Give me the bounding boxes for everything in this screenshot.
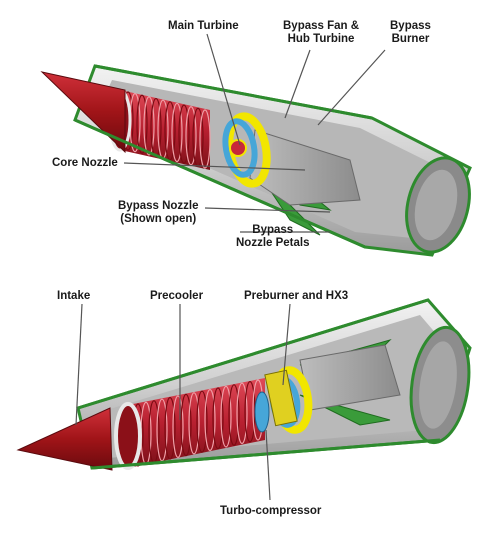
top-turbine-ring — [225, 112, 271, 188]
precooler-coil-ring — [236, 382, 248, 445]
leader-core-nozzle — [123, 162, 306, 171]
precooler-coil-ring — [156, 398, 168, 462]
label-bypass-nozzle: Bypass Nozzle (Shown open) — [118, 200, 199, 226]
precooler-coil-ring — [228, 384, 240, 446]
precooler-coil-ring — [199, 109, 211, 169]
precooler-coil-ring — [196, 390, 208, 453]
precooler-coil-ring — [143, 96, 155, 156]
precooler-coil-ring — [220, 385, 232, 448]
top-engine — [40, 64, 472, 257]
leader-turbo-compressor — [265, 429, 271, 501]
bottom-precooler-coils — [132, 379, 264, 467]
top-precooler-coils — [122, 91, 211, 169]
leader-main-turbine — [206, 33, 241, 146]
label-petals-line1: Bypass — [252, 224, 294, 236]
precooler-coil-ring — [136, 94, 148, 154]
bottom-turbo-compressor — [254, 391, 270, 433]
label-precooler: Precooler — [150, 290, 204, 302]
precooler-coil-ring — [204, 389, 216, 452]
precooler-coil-ring — [171, 102, 183, 163]
precooler-coil-ring — [188, 392, 200, 455]
label-bypass-burner: Bypass Burner — [390, 20, 431, 46]
precooler-coil-ring — [180, 393, 192, 457]
precooler-coil-ring — [164, 397, 176, 460]
leader-bypass-fan — [284, 49, 311, 119]
label-preburner: Preburner and HX3 — [244, 290, 349, 302]
leader-lines — [75, 33, 386, 501]
leader-bypass-burner — [317, 49, 386, 126]
bottom-preburner — [264, 369, 298, 427]
label-bypass-fan-line1: Bypass Fan & — [283, 20, 360, 32]
label-bypass-nozzle-line2: (Shown open) — [120, 213, 197, 225]
precooler-coil-ring — [178, 104, 190, 164]
label-main-turbine: Main Turbine — [168, 20, 239, 32]
label-bypass-fan-line2: Hub Turbine — [287, 33, 355, 45]
precooler-coil-ring — [172, 395, 184, 458]
label-bypass-burner-line2: Burner — [391, 33, 430, 45]
bottom-intake-spike — [16, 407, 113, 471]
precooler-coil-ring — [164, 101, 176, 161]
label-bypass-nozzle-line1: Bypass Nozzle — [118, 200, 199, 212]
leader-preburner — [282, 303, 291, 386]
label-intake: Intake — [57, 290, 91, 302]
label-bypass-fan: Bypass Fan & Hub Turbine — [283, 20, 359, 46]
precooler-coil-ring — [212, 387, 224, 450]
precooler-coil-ring — [185, 106, 197, 166]
leader-bypass-nozzle — [204, 207, 331, 213]
leader-intake — [75, 303, 83, 426]
top-turbine-hub — [229, 139, 247, 157]
label-core-nozzle: Core Nozzle — [52, 157, 118, 169]
bottom-engine — [16, 298, 472, 471]
label-petals-line2: Nozzle Petals — [236, 237, 310, 249]
label-turbo-compressor: Turbo-compressor — [220, 505, 322, 517]
label-bypass-nozzle-petals: Bypass Nozzle Petals — [236, 224, 310, 250]
label-bypass-burner-line1: Bypass — [390, 20, 431, 32]
